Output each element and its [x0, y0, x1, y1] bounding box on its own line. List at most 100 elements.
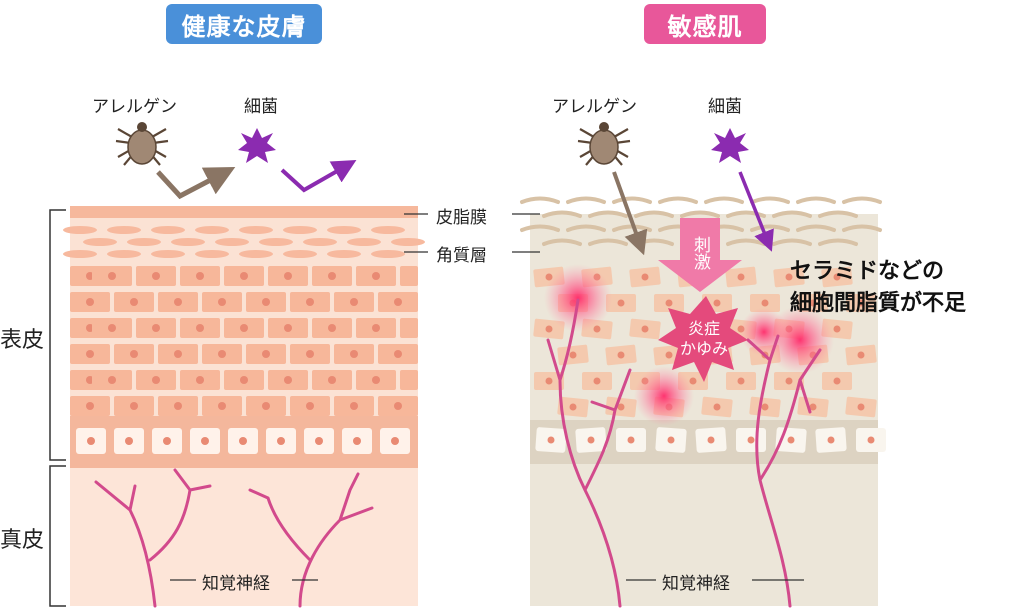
- cell-nucleus: [833, 273, 841, 281]
- cell-nucleus: [761, 403, 769, 411]
- healthy-allergen-label: アレルゲン: [92, 97, 177, 117]
- cell-nucleus: [284, 376, 292, 384]
- cell-nucleus: [761, 299, 769, 307]
- healthy-nerve-label: 知覚神経: [202, 574, 270, 594]
- cell-nucleus: [641, 273, 649, 281]
- corneum-scale: [566, 224, 606, 232]
- cell-nucleus: [328, 324, 336, 332]
- corneum-scale: [704, 196, 744, 204]
- cell-nucleus: [713, 299, 721, 307]
- layer-brackets: [49, 209, 66, 607]
- sensitive-bacteria-arrow: [738, 171, 774, 252]
- cell-nucleus: [328, 376, 336, 384]
- cell-nucleus: [240, 376, 248, 384]
- healthy-nerves: [94, 468, 374, 608]
- cell-nucleus: [641, 325, 649, 333]
- corneum-scale: [588, 210, 628, 218]
- cell-nucleus: [152, 272, 160, 280]
- cell-nucleus: [196, 376, 204, 384]
- cell-nucleus: [593, 377, 601, 385]
- cell-nucleus: [306, 402, 314, 410]
- basal-nucleus: [315, 437, 323, 445]
- corneum-cell: [391, 238, 425, 246]
- cell-nucleus: [218, 402, 226, 410]
- corneum-cell: [171, 238, 205, 246]
- cell-nucleus: [569, 351, 577, 359]
- inflammation-label-line1: 炎症: [688, 319, 720, 338]
- sensitive-nerve-label: 知覚神経: [662, 574, 730, 594]
- corneum-scale: [772, 238, 812, 246]
- healthy-basal-cells: [76, 428, 410, 454]
- basal-nucleus: [587, 436, 595, 444]
- cell-nucleus: [617, 299, 625, 307]
- corneum-scale: [818, 238, 858, 246]
- stratum-corneum-label: 角質層: [436, 246, 487, 266]
- corneum-cell: [259, 238, 293, 246]
- corneum-scale: [588, 238, 628, 246]
- cell-nucleus: [86, 350, 94, 358]
- basal-nucleus: [353, 437, 361, 445]
- corneum-scale: [542, 238, 582, 246]
- healthy-sebum-layer: [70, 206, 418, 218]
- note-line-2: 細胞間脂質が不足: [790, 291, 967, 316]
- corneum-scale: [726, 210, 766, 218]
- corneum-cell: [303, 238, 337, 246]
- corneum-cell: [239, 250, 273, 258]
- cell-nucleus: [86, 298, 94, 306]
- cell-nucleus: [130, 350, 138, 358]
- cell-nucleus: [394, 298, 402, 306]
- basal-nucleus: [627, 436, 635, 444]
- cell-nucleus: [218, 350, 226, 358]
- corneum-cell: [63, 226, 97, 234]
- cell-nucleus: [130, 298, 138, 306]
- cell-nucleus: [713, 403, 721, 411]
- corneum-scale: [842, 196, 882, 204]
- healthy-dermis: [70, 468, 418, 606]
- cell-nucleus: [737, 377, 745, 385]
- cell-nucleus: [737, 273, 745, 281]
- corneum-cell: [63, 250, 97, 258]
- cell-nucleus: [306, 298, 314, 306]
- cell-nucleus: [152, 324, 160, 332]
- corneum-scale: [520, 224, 560, 232]
- cell-nucleus: [665, 299, 673, 307]
- stimulus-arrow: [658, 218, 742, 292]
- epidermis-label: 表皮: [0, 328, 45, 353]
- sensitive-nerves: [546, 298, 822, 608]
- basal-nucleus: [87, 437, 95, 445]
- corneum-cell: [215, 238, 249, 246]
- cell-nucleus: [108, 272, 116, 280]
- cell-nucleus: [350, 298, 358, 306]
- corneum-cell: [151, 226, 185, 234]
- cell-nucleus: [833, 377, 841, 385]
- cell-nucleus: [833, 325, 841, 333]
- cell-nucleus: [306, 350, 314, 358]
- cell-nucleus: [617, 351, 625, 359]
- basal-nucleus: [125, 437, 133, 445]
- cell-nucleus: [130, 402, 138, 410]
- corneum-scale: [818, 210, 858, 218]
- corneum-cell: [127, 238, 161, 246]
- cell-nucleus: [218, 298, 226, 306]
- cell-nucleus: [240, 324, 248, 332]
- corneum-scale: [566, 196, 606, 204]
- corneum-scale: [542, 210, 582, 218]
- dermis-label: 真皮: [0, 528, 45, 553]
- corneum-cell: [107, 226, 141, 234]
- cell-nucleus: [108, 324, 116, 332]
- cell-nucleus: [545, 377, 553, 385]
- cell-nucleus: [196, 324, 204, 332]
- cell-nucleus: [350, 402, 358, 410]
- corneum-scale: [772, 210, 812, 218]
- sensitive-bacteria-icon: [711, 128, 749, 163]
- corneum-cell: [83, 238, 117, 246]
- sensitive-allergen-icon: [577, 122, 631, 166]
- cell-nucleus: [372, 376, 380, 384]
- cell-nucleus: [809, 299, 817, 307]
- cell-nucleus: [262, 298, 270, 306]
- basal-nucleus: [163, 437, 171, 445]
- cell-nucleus: [809, 403, 817, 411]
- corneum-scale: [796, 196, 836, 204]
- cell-nucleus: [617, 403, 625, 411]
